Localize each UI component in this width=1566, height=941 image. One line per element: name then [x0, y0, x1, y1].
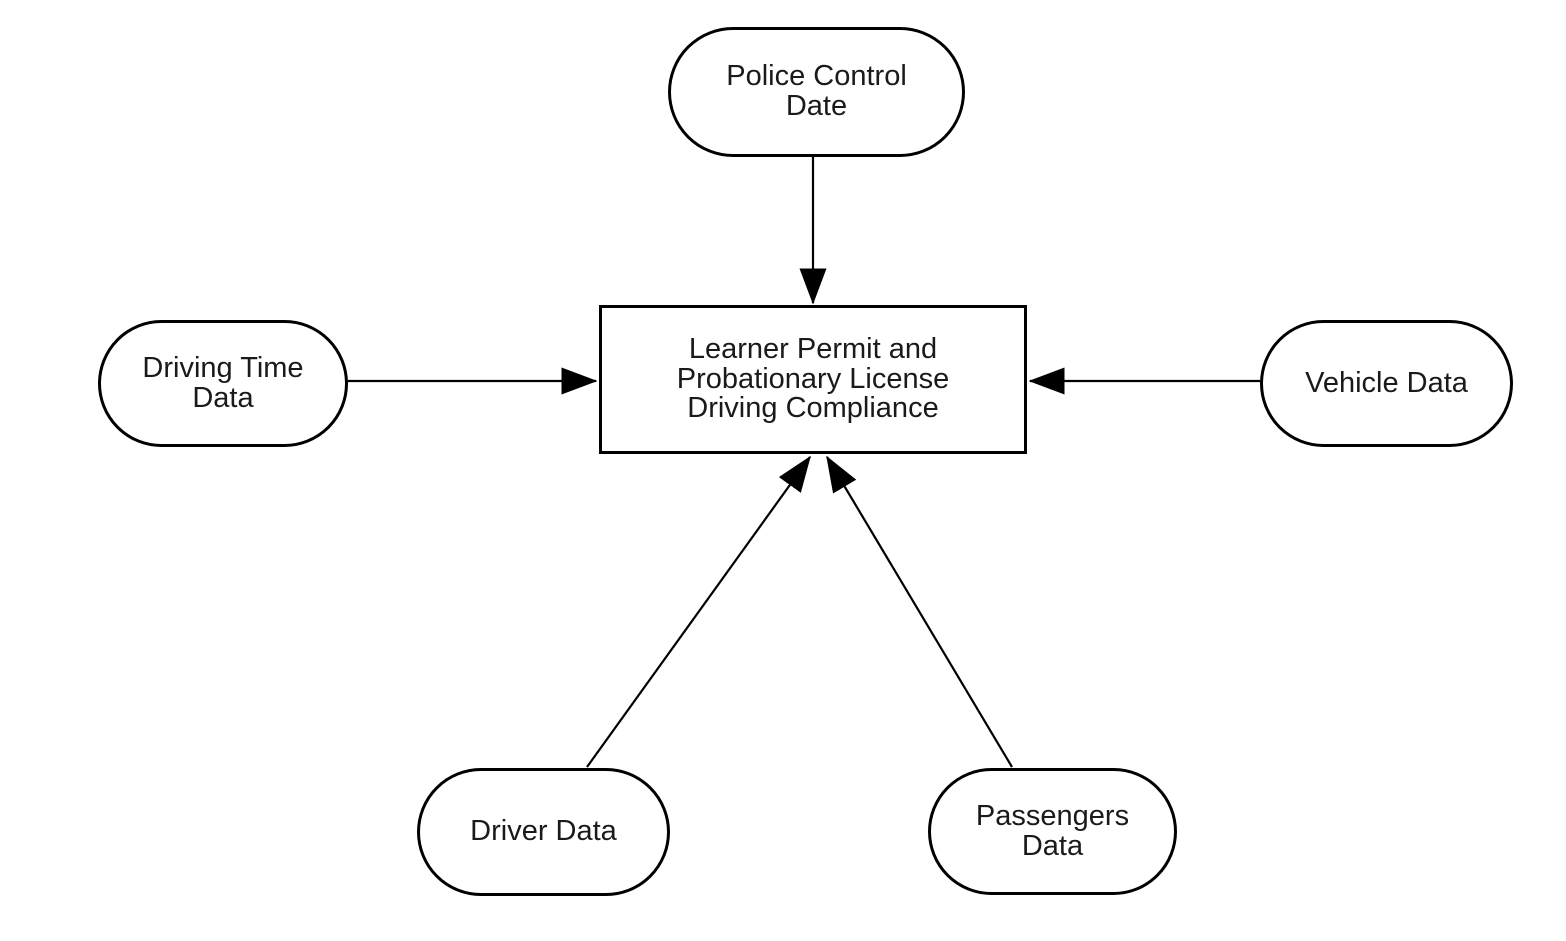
node-passengers-data: Passengers Data — [928, 768, 1177, 895]
node-driving-time-data-label: Driving Time Data — [142, 351, 304, 414]
node-vehicle-data: Vehicle Data — [1260, 320, 1513, 447]
node-vehicle-data-label: Vehicle Data — [1305, 366, 1468, 399]
node-learner-permit-compliance-label: Learner Permit and Probationary License … — [676, 332, 950, 425]
edge-passengers-data-to-center — [826, 455, 1013, 768]
node-police-control-date-label: Police Control Date — [726, 60, 907, 122]
node-police-control-date: Police Control Date — [668, 27, 965, 157]
node-passengers-data-label: Passengers Data — [975, 799, 1130, 862]
node-learner-permit-compliance: Learner Permit and Probationary License … — [599, 305, 1027, 454]
node-driving-time-data: Driving Time Data — [98, 320, 348, 447]
edge-driver-data-to-center — [586, 455, 811, 768]
node-driver-data: Driver Data — [417, 768, 670, 896]
node-driver-data-label: Driver Data — [470, 815, 617, 848]
